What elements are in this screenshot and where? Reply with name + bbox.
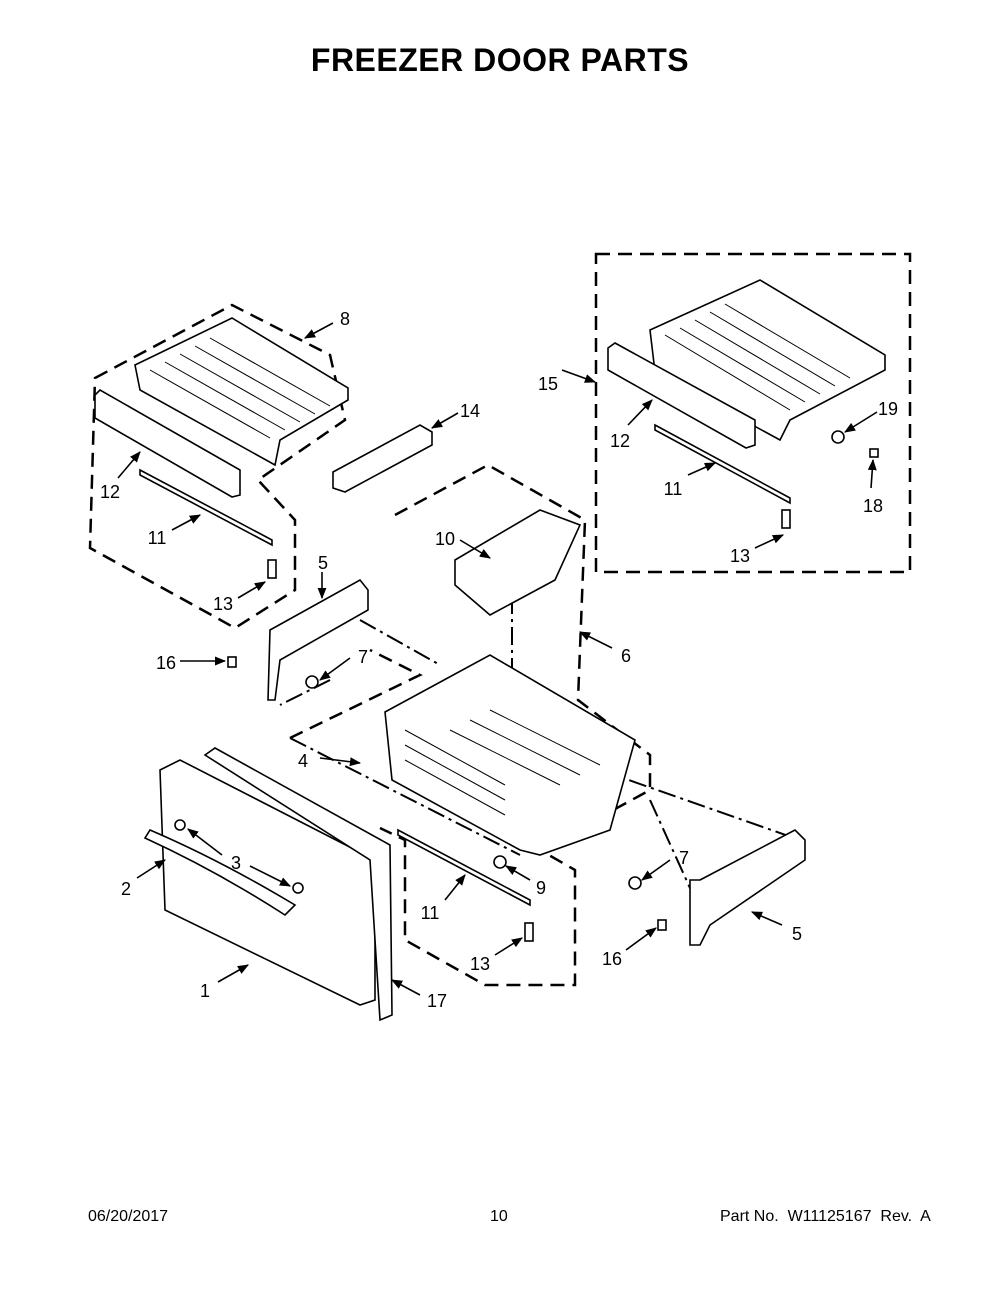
callout-7: 7 <box>679 848 689 868</box>
door-handle <box>143 828 297 917</box>
callout-16: 16 <box>602 949 622 969</box>
clip-16a <box>227 656 237 668</box>
trim-strip-left <box>139 468 273 547</box>
screw-13c <box>524 922 534 942</box>
bracket-14 <box>332 424 433 493</box>
screw-13a <box>267 559 277 579</box>
tray-left <box>134 317 349 467</box>
callout-19: 19 <box>878 399 898 419</box>
callout-5: 5 <box>318 553 328 573</box>
screw-7a <box>305 675 319 689</box>
screw-3a <box>174 819 186 831</box>
door-panel <box>159 759 376 1006</box>
footer-part-number: Part No. W11125167 Rev. A <box>720 1208 931 1225</box>
callout-13: 13 <box>470 954 490 974</box>
callout-7: 7 <box>358 647 368 667</box>
callout-15: 15 <box>538 374 558 394</box>
footer-date: 06/20/2017 <box>88 1208 169 1225</box>
trim-strip-right <box>654 423 791 505</box>
clip-16b <box>657 919 667 931</box>
tray-trim-left <box>94 389 241 498</box>
footer-page-number: 10 <box>490 1208 508 1225</box>
callout-13: 13 <box>213 594 233 614</box>
tray-right <box>649 279 886 442</box>
screw-18 <box>869 448 879 458</box>
callout-14: 14 <box>460 401 480 421</box>
page-title: FREEZER DOOR PARTS <box>310 42 690 78</box>
callout-12: 12 <box>610 431 630 451</box>
callout-11: 11 <box>664 479 683 499</box>
callout-5: 5 <box>792 924 802 944</box>
callout-2: 2 <box>121 879 131 899</box>
callout-16: 16 <box>156 653 176 673</box>
screw-3b <box>292 882 304 894</box>
screw-13b <box>781 509 791 529</box>
screw-7b <box>628 876 642 890</box>
group-boundary-tray-right <box>594 252 912 574</box>
trim-strip-center <box>397 828 531 907</box>
callout-11: 11 <box>148 528 167 548</box>
bin-10 <box>454 509 582 616</box>
callout-11: 11 <box>421 903 440 923</box>
slide-left <box>267 578 369 701</box>
callout-1: 1 <box>200 981 210 1001</box>
door-gasket <box>203 747 393 1022</box>
callout-10: 10 <box>435 529 455 549</box>
callout-17: 17 <box>427 991 447 1011</box>
callout-18: 18 <box>863 496 883 516</box>
stop-9 <box>493 855 507 869</box>
callout-4: 4 <box>298 751 308 771</box>
callout-8: 8 <box>340 309 350 329</box>
callout-6: 6 <box>621 646 631 666</box>
group-boundary-tray-left <box>88 303 347 630</box>
basket <box>384 654 636 856</box>
callout-9: 9 <box>536 878 546 898</box>
callout-12: 12 <box>100 482 120 502</box>
slide-right <box>689 829 806 946</box>
callout-13: 13 <box>730 546 750 566</box>
roller-19 <box>831 430 845 444</box>
callout-3: 3 <box>231 853 241 873</box>
tray-trim-right <box>607 342 756 449</box>
